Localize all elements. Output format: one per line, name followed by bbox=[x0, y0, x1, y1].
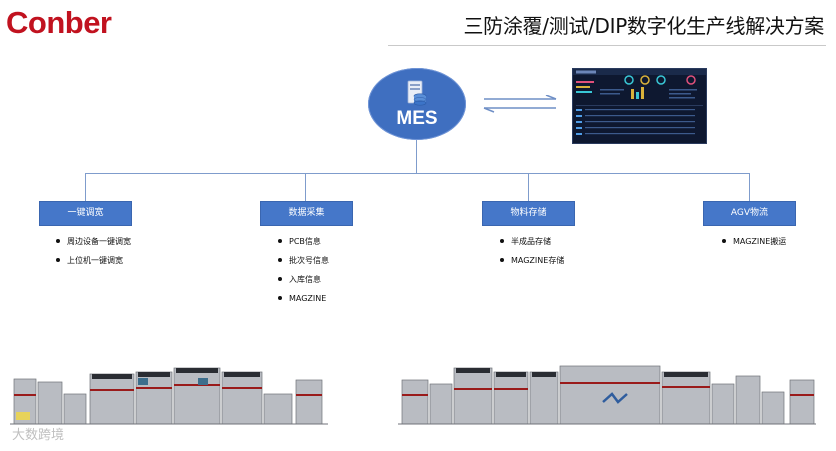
connector-branch-2 bbox=[305, 173, 306, 201]
list-one-key-width: 周边设备一键调宽 上位机一键调宽 bbox=[56, 235, 131, 273]
list-item: 上位机一键调宽 bbox=[56, 254, 131, 273]
connector-branch-1 bbox=[85, 173, 86, 201]
connector-branch-4 bbox=[749, 173, 750, 201]
connector-horizontal bbox=[85, 173, 750, 174]
category-data-collection: 数据采集 bbox=[260, 201, 353, 226]
list-material-storage: 半成品存储 MAGZINE存储 bbox=[500, 235, 564, 273]
production-line-right bbox=[398, 365, 816, 425]
list-item: 入库信息 bbox=[278, 273, 329, 292]
list-item: MAGZINE搬运 bbox=[722, 235, 786, 254]
connector-branch-3 bbox=[528, 173, 529, 201]
category-material-storage: 物料存储 bbox=[482, 201, 575, 226]
list-item: MAGZINE bbox=[278, 292, 329, 311]
category-one-key-width: 一键调宽 bbox=[39, 201, 132, 226]
list-item: MAGZINE存储 bbox=[500, 254, 564, 273]
watermark: 大数跨境 bbox=[12, 428, 65, 443]
server-database-icon bbox=[407, 80, 427, 106]
page-title: 三防涂覆/测试/DIP数字化生产线解决方案 bbox=[463, 14, 824, 38]
category-agv-logistics: AGV物流 bbox=[703, 201, 796, 226]
list-item: PCB信息 bbox=[278, 235, 329, 254]
title-divider bbox=[388, 45, 826, 46]
mes-node: MES bbox=[368, 68, 466, 140]
mes-label: MES bbox=[396, 108, 438, 129]
production-line-left bbox=[10, 367, 328, 425]
list-item: 批次号信息 bbox=[278, 254, 329, 273]
connector-mes-down bbox=[416, 140, 417, 173]
list-data-collection: PCB信息 批次号信息 入库信息 MAGZINE bbox=[278, 235, 329, 311]
list-item: 半成品存储 bbox=[500, 235, 564, 254]
company-logo: Conber bbox=[6, 5, 112, 40]
list-agv-logistics: MAGZINE搬运 bbox=[722, 235, 786, 254]
list-item: 周边设备一键调宽 bbox=[56, 235, 131, 254]
bidirectional-arrows-icon bbox=[483, 95, 557, 113]
dashboard-screen-icon bbox=[572, 68, 707, 144]
